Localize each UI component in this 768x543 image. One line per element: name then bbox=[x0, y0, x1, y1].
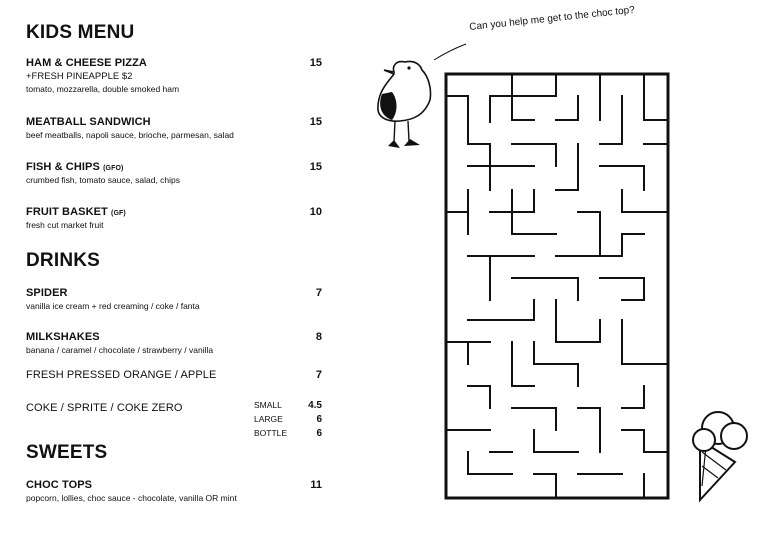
maze-border bbox=[444, 72, 670, 500]
menu-item-fish-chips: FISH & CHIPS (GFO) 15 crumbed fish, toma… bbox=[26, 161, 322, 185]
size-row: LARGE 6 bbox=[254, 412, 322, 426]
maze bbox=[444, 72, 670, 500]
size-price: 6 bbox=[316, 427, 322, 439]
menu-item-milkshakes: MILKSHAKES 8 banana / caramel / chocolat… bbox=[26, 331, 322, 355]
seagull-icon bbox=[377, 60, 432, 148]
item-name: FRUIT BASKET (GF) bbox=[26, 206, 126, 218]
dietary-tag: (GF) bbox=[111, 210, 126, 217]
item-name: FISH & CHIPS (GFO) bbox=[26, 161, 123, 173]
size-label: LARGE bbox=[254, 414, 283, 424]
kids-menu-title: KIDS MENU bbox=[26, 22, 135, 43]
size-row: SMALL 4.5 bbox=[254, 398, 322, 412]
item-price: 15 bbox=[309, 116, 322, 128]
item-price: 7 bbox=[315, 369, 322, 381]
item-price: 15 bbox=[309, 161, 322, 173]
size-label: BOTTLE bbox=[254, 428, 288, 438]
size-price: 4.5 bbox=[308, 399, 322, 411]
item-description: vanilla ice cream + red creaming / coke … bbox=[26, 301, 200, 311]
sweets-title: SWEETS bbox=[26, 442, 108, 463]
menu-item-spider: SPIDER 7 vanilla ice cream + red creamin… bbox=[26, 287, 322, 311]
item-name: HAM & CHEESE PIZZA bbox=[26, 57, 147, 69]
size-price-list: SMALL 4.5 LARGE 6 BOTTLE 6 bbox=[254, 398, 322, 440]
item-description: banana / caramel / chocolate / strawberr… bbox=[26, 345, 214, 355]
item-extra: +FRESH PINEAPPLE $2 bbox=[26, 71, 133, 82]
drinks-title: DRINKS bbox=[26, 250, 101, 271]
item-name: MILKSHAKES bbox=[26, 331, 100, 343]
item-description: fresh cut market fruit bbox=[26, 220, 104, 230]
item-name-text: FRUIT BASKET bbox=[26, 206, 108, 218]
speech-pointer bbox=[433, 43, 467, 61]
ice-cream-cone-icon bbox=[692, 411, 748, 503]
menu-item-choc-tops: CHOC TOPS 11 popcorn, lollies, choc sauc… bbox=[26, 479, 322, 503]
menu-item-fruit-basket: FRUIT BASKET (GF) 10 fresh cut market fr… bbox=[26, 206, 322, 230]
dietary-tag: (GFO) bbox=[103, 165, 124, 172]
menu-item-ham-cheese-pizza: HAM & CHEESE PIZZA 15 +FRESH PINEAPPLE $… bbox=[26, 57, 322, 94]
item-name: SPIDER bbox=[26, 287, 68, 299]
item-price: 11 bbox=[310, 479, 322, 491]
item-name: CHOC TOPS bbox=[26, 479, 93, 491]
item-description: popcorn, lollies, choc sauce - chocolate… bbox=[26, 493, 237, 503]
item-name-text: FISH & CHIPS bbox=[26, 161, 100, 173]
item-price: 15 bbox=[309, 57, 322, 69]
size-row: BOTTLE 6 bbox=[254, 426, 322, 440]
item-description: beef meatballs, napoli sauce, brioche, p… bbox=[26, 130, 234, 140]
menu-item-fresh-juice: FRESH PRESSED ORANGE / APPLE 7 bbox=[26, 369, 322, 381]
size-label: SMALL bbox=[254, 400, 282, 410]
item-price: 7 bbox=[315, 287, 322, 299]
item-description: crumbed fish, tomato sauce, salad, chips bbox=[26, 175, 181, 185]
item-name: COKE / SPRITE / COKE ZERO bbox=[26, 402, 183, 414]
item-name: MEATBALL SANDWICH bbox=[26, 116, 151, 128]
item-name: FRESH PRESSED ORANGE / APPLE bbox=[26, 369, 217, 381]
size-price: 6 bbox=[316, 413, 322, 425]
item-description: tomato, mozzarella, double smoked ham bbox=[26, 84, 180, 94]
menu-item-soft-drinks: COKE / SPRITE / COKE ZERO SMALL 4.5 LARG… bbox=[26, 398, 322, 442]
item-price: 8 bbox=[315, 331, 322, 343]
menu-item-meatball-sandwich: MEATBALL SANDWICH 15 beef meatballs, nap… bbox=[26, 116, 322, 140]
item-price: 10 bbox=[309, 206, 322, 218]
